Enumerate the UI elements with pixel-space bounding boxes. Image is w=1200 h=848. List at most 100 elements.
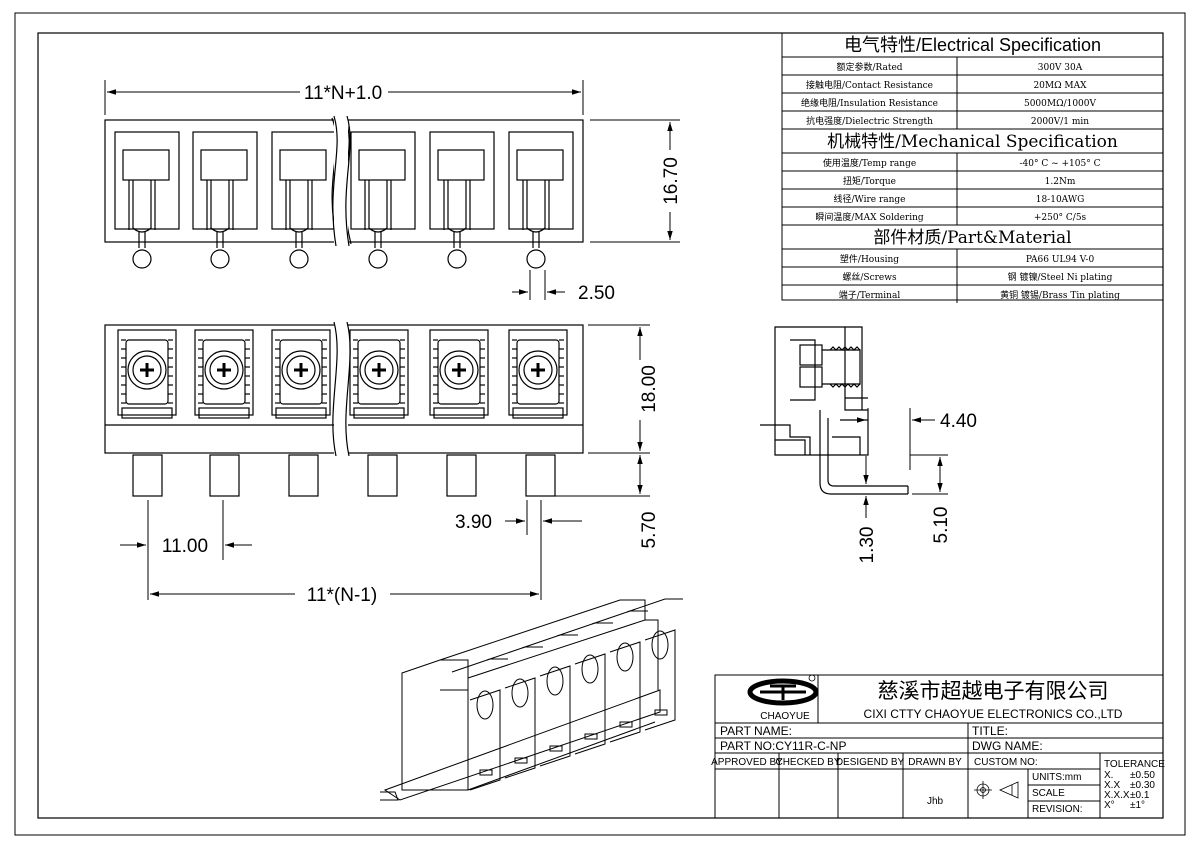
mechanical-spec-value: 18-10AWG: [1036, 195, 1085, 205]
electrical-spec-value: 300V 30A: [1038, 63, 1083, 73]
pin: [132, 454, 163, 497]
pin: [209, 454, 240, 497]
mechanical-spec-label: 使用温度/Temp range: [823, 157, 916, 169]
dim-offset: 3.90: [455, 500, 582, 600]
iso-cell: [521, 634, 578, 767]
front-cell: [117, 329, 177, 419]
material-spec-label: 端子/Terminal: [839, 289, 901, 301]
scale-label: SCALE: [1032, 788, 1065, 799]
mechanical-spec-label: 线径/Wire range: [833, 193, 905, 205]
dim-height-top: 16.70: [590, 119, 682, 243]
top-cell: [271, 131, 337, 269]
iso-cell: [486, 646, 543, 779]
mechanical-spec-label: 扭矩/Torque: [843, 175, 896, 187]
top-cell: [508, 131, 574, 269]
tolerance-value: ±0.50: [1130, 770, 1155, 781]
part-name-label: PART NAME:: [720, 724, 792, 738]
top-cell: [350, 131, 416, 269]
tolerance-key: X.X.X: [1104, 790, 1130, 801]
side-view: [760, 326, 909, 495]
spec-table: 电气特性/Electrical Specification 额定参数/Rated 3…: [781, 32, 1164, 303]
mechanical-spec-value: -40° C ~ +105° C: [1020, 159, 1101, 169]
dim-pin-length: 5.70: [555, 455, 660, 548]
iso-view: [380, 598, 683, 801]
iso-cell: [591, 610, 648, 743]
tolerance-title: TOLERANCE: [1104, 759, 1165, 770]
top-cell: [429, 131, 495, 269]
pin: [288, 454, 319, 497]
dim-pin-width: 2.50: [512, 270, 615, 304]
dim-overall-width: 11*N+1.0: [104, 80, 584, 115]
dim-overall-width-label: 11*N+1.0: [304, 83, 382, 104]
front-cell: [429, 329, 489, 419]
material-spec-label: 螺丝/Screws: [842, 271, 897, 283]
company-logo: [747, 674, 819, 706]
dim-side-thick: 1.30: [857, 456, 878, 563]
mechanical-spec-title: 机械特性/Mechanical Specification: [827, 132, 1118, 152]
revision-label: REVISION:: [1032, 804, 1083, 815]
top-cell: [192, 131, 258, 269]
pin: [367, 454, 398, 497]
dim-pitch-total-label: 11*(N-1): [307, 585, 377, 606]
tolerance-value: ±0.1: [1130, 790, 1150, 801]
dim-pin-length-label: 5.70: [639, 512, 660, 549]
designed-by-label: DESIGEND BY: [836, 757, 905, 768]
electrical-spec-label: 接触电阻/Contact Resistance: [806, 79, 933, 91]
iso-cell: [626, 598, 683, 731]
dim-side-width: 4.40: [850, 408, 977, 470]
front-cell: [508, 329, 568, 419]
dim-pitch-total: 11*(N-1): [150, 585, 539, 606]
top-cell: [114, 131, 180, 269]
electrical-spec-value: 2000V/1 min: [1031, 117, 1089, 127]
company-name-cn: 慈溪市超越电子有限公司: [878, 679, 1109, 703]
custom-no-label: CUSTOM NO:: [974, 757, 1038, 768]
tolerance-key: X°: [1104, 800, 1115, 811]
electrical-spec-title: 电气特性/Electrical Specification: [844, 35, 1101, 55]
electrical-spec-label: 抗电强度/Dielectric Strength: [806, 115, 933, 127]
electrical-spec-value: 5000MΩ/1000V: [1024, 99, 1097, 109]
material-spec-value: PA66 UL94 V-0: [1026, 255, 1095, 265]
dim-height-front-label: 18.00: [639, 365, 660, 413]
inner-frame: [37, 32, 1164, 819]
dim-offset-label: 3.90: [455, 512, 492, 533]
material-spec-title: 部件材质/Part&Material: [873, 228, 1071, 248]
dim-height-front: 18.00: [588, 324, 660, 454]
material-spec-label: 塑件/Housing: [840, 253, 899, 265]
dim-side-width-label: 4.40: [940, 411, 977, 432]
title-label: TITLE:: [972, 724, 1008, 738]
iso-cell: [556, 622, 613, 755]
drawn-by-label: DRAWN BY: [908, 757, 962, 768]
part-no-label: PART NO:CY11R-C-NP: [720, 739, 846, 753]
approved-by-label: APPROVED BY: [711, 757, 783, 768]
tolerance-value: ±0.30: [1130, 780, 1155, 791]
pin: [446, 454, 477, 497]
electrical-spec-label: 额定参数/Rated: [836, 61, 902, 73]
units-label: UNITS:mm: [1032, 772, 1081, 783]
projection-symbol-icon: [974, 781, 1019, 799]
dim-height-top-label: 16.70: [661, 157, 682, 205]
tolerance-key: X.X: [1104, 780, 1120, 791]
dim-pin-width-label: 2.50: [578, 283, 615, 304]
material-spec-value: 钢 镀镍/Steel Ni plating: [1008, 271, 1113, 283]
company-name-en: CIXI CTTY CHAOYUE ELECTRONICS CO.,LTD: [864, 707, 1123, 721]
front-cell: [349, 329, 409, 419]
dim-pitch-label: 11.00: [162, 536, 208, 557]
top-view: [104, 114, 584, 269]
logo-text: CHAOYUE: [760, 711, 810, 722]
checked-by-label: CHECKED BY: [775, 757, 840, 768]
front-view: [104, 320, 584, 458]
tolerance-value: ±1°: [1130, 800, 1145, 811]
pin: [525, 454, 556, 497]
electrical-spec-label: 绝缘电阻/Insulation Resistance: [801, 97, 938, 109]
material-spec-value: 黄铜 镀锡/Brass Tin plating: [1000, 289, 1120, 301]
mechanical-spec-label: 瞬间温度/MAX Soldering: [815, 211, 924, 223]
front-cell: [194, 329, 254, 419]
mechanical-spec-value: +250° C/5s: [1034, 213, 1087, 223]
title-block: [714, 674, 1164, 819]
electrical-spec-value: 20MΩ MAX: [1033, 81, 1087, 91]
dim-side-height-label: 5.10: [931, 507, 952, 544]
iso-cell: [451, 658, 508, 791]
dim-side-height: 5.10: [910, 454, 952, 544]
tolerance-key: X.: [1104, 770, 1113, 781]
